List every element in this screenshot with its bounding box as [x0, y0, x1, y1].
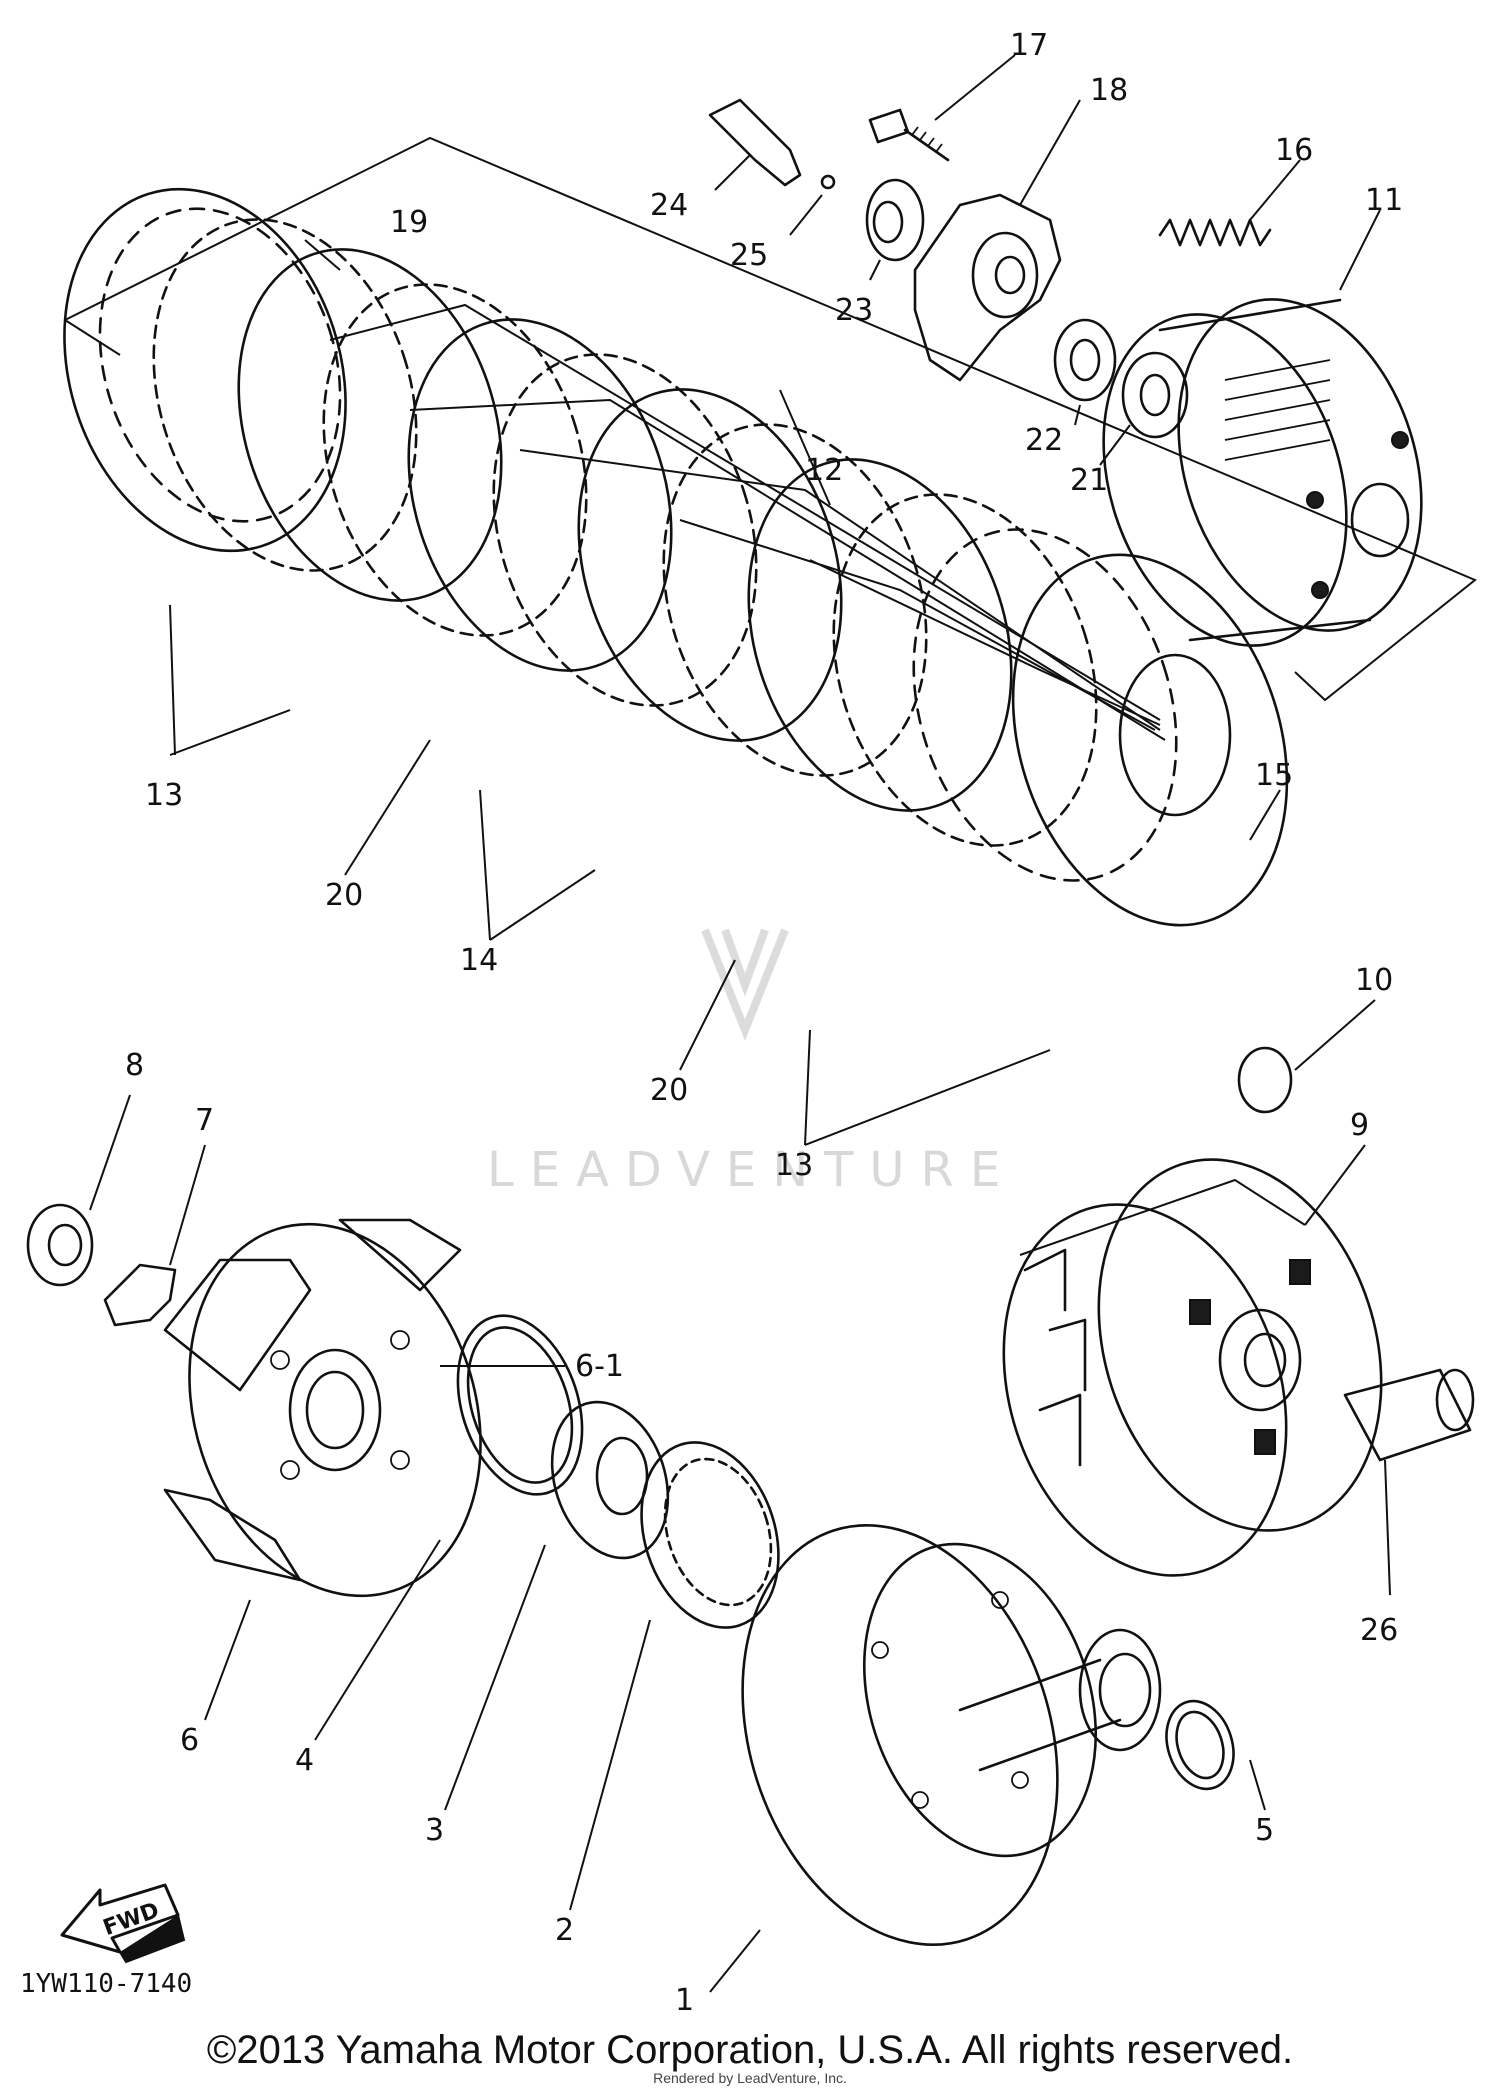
leadventure-watermark: LEADVENTURE [487, 928, 1016, 1198]
plate-stack-13-14-20 [152, 218, 1178, 882]
callout-9: 9 [1350, 1108, 1369, 1143]
friction-plate-19 [63, 187, 347, 553]
push-rod-24 [708, 98, 802, 187]
spring-16 [1158, 218, 1272, 247]
callout-14: 14 [460, 943, 498, 978]
bolt-17 [868, 108, 950, 162]
callout-13b: 13 [775, 1148, 813, 1183]
ball-25 [820, 174, 836, 190]
callout-3: 3 [425, 1813, 444, 1848]
one-way-clutch-2 [640, 1441, 780, 1629]
fwd-arrow-icon: FWD [60, 1883, 186, 1964]
pressure-plate-18 [913, 193, 1062, 382]
lock-washer-7 [103, 1263, 177, 1327]
clutch-housing-9 [1002, 1158, 1383, 1577]
callout-18: 18 [1090, 73, 1128, 108]
callout-15: 15 [1255, 758, 1293, 793]
lock-washer-21 [1121, 351, 1189, 439]
clutch-carrier-1 [741, 1524, 1162, 1946]
bearing-23 [865, 178, 925, 262]
callout-16: 16 [1275, 133, 1313, 168]
pressure-plate-15 [1011, 553, 1289, 927]
rendered-by-note: Rendered by LeadVenture, Inc. [653, 2070, 847, 2086]
callout-19: 19 [390, 205, 428, 240]
callout-13a: 13 [145, 778, 183, 813]
callout-2: 2 [555, 1913, 574, 1948]
callout-numbers: 1 2 3 4 5 6 6-1 7 8 9 10 11 12 13 13 14 … [125, 28, 1403, 2018]
leader-lines [89, 54, 1391, 1993]
circlip-10 [1237, 1046, 1293, 1114]
thrust-washer-4 [456, 1314, 584, 1496]
callout-12: 12 [805, 453, 843, 488]
callout-5: 5 [1255, 1813, 1274, 1848]
callout-20b: 20 [650, 1073, 688, 1108]
callout-10: 10 [1355, 963, 1393, 998]
callout-8: 8 [125, 1048, 144, 1083]
stack-bracket-lines [64, 136, 1477, 741]
centrifugal-clutch-6 [163, 1218, 482, 1598]
callout-11: 11 [1365, 183, 1403, 218]
callout-6-1: 6-1 [575, 1349, 624, 1384]
clutch-boss-11 [1102, 298, 1423, 647]
callout-22: 22 [1025, 423, 1063, 458]
washer-5 [1165, 1699, 1235, 1791]
bearing-3 [550, 1400, 670, 1560]
callout-24: 24 [650, 188, 688, 223]
callout-21: 21 [1070, 463, 1108, 498]
collar-26 [1343, 1368, 1475, 1462]
callout-4: 4 [295, 1743, 314, 1778]
callout-1: 1 [675, 1983, 694, 2018]
diagram-code: 1YW110-7140 [20, 1969, 192, 1999]
nut-8 [26, 1203, 94, 1287]
callout-25: 25 [730, 238, 768, 273]
nut-22 [1053, 318, 1117, 402]
svg-text:LEADVENTURE: LEADVENTURE [487, 1142, 1016, 1198]
callout-20a: 20 [325, 878, 363, 913]
callout-23: 23 [835, 293, 873, 328]
callout-26: 26 [1360, 1613, 1398, 1648]
callout-6: 6 [180, 1723, 199, 1758]
copyright-notice: ©2013 Yamaha Motor Corporation, U.S.A. A… [206, 2028, 1294, 2072]
callout-17: 17 [1010, 28, 1048, 63]
callout-7: 7 [195, 1103, 214, 1138]
